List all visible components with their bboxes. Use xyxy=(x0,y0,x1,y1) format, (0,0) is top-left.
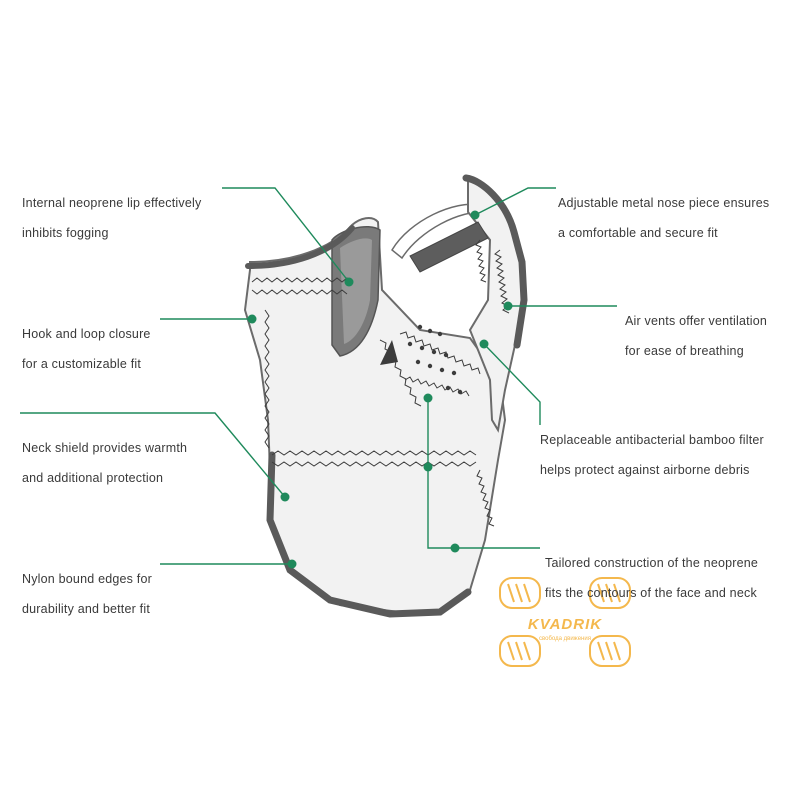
callout-bamboo-filter: Replaceable antibacterial bamboo filter … xyxy=(540,418,764,493)
nose-piece xyxy=(409,221,489,273)
leader-tailored xyxy=(427,398,540,549)
watermark-brand: KVADRIK xyxy=(528,616,602,633)
dot-neck xyxy=(280,492,290,502)
callout-neck-line1: Neck shield provides warmth xyxy=(22,441,188,455)
callout-nylon-line2: durability and better fit xyxy=(22,602,150,616)
callout-tailored-line2: fits the contours of the face and neck xyxy=(545,586,757,600)
dot-tailored-mid xyxy=(423,462,433,472)
callout-filter-line1: Replaceable antibacterial bamboo filter xyxy=(540,433,764,447)
callout-neck-shield: Neck shield provides warmth and addition… xyxy=(22,426,187,501)
callout-hook-line2: for a customizable fit xyxy=(22,357,142,371)
callout-tailored: Tailored construction of the neoprene fi… xyxy=(545,541,758,616)
leader-dots xyxy=(247,210,513,569)
callout-vents-line1: Air vents offer ventilation xyxy=(625,314,768,328)
leader-lines xyxy=(20,187,617,565)
kvadrik-watermark: KVADRIK свобода движения xyxy=(499,577,631,667)
air-vents xyxy=(407,324,463,395)
dot-nose xyxy=(470,210,480,220)
leader-filter xyxy=(483,343,541,425)
bottom-binding xyxy=(266,451,472,618)
watermark-tagline: свобода движения xyxy=(539,636,591,642)
dot-tailored-bottom xyxy=(450,543,460,553)
leader-nose xyxy=(474,187,556,216)
leader-lip xyxy=(222,187,350,283)
nose-triangle xyxy=(380,340,398,365)
callout-nylon-line1: Nylon bound edges for xyxy=(22,572,152,586)
callout-nose-piece: Adjustable metal nose piece ensures a co… xyxy=(558,181,769,256)
callout-filter-line2: helps protect against airborne debris xyxy=(540,463,750,477)
dot-filter xyxy=(479,339,489,349)
dot-nylon xyxy=(287,559,297,569)
callout-internal-lip: Internal neoprene lip effectively inhibi… xyxy=(22,181,201,256)
callout-neck-line2: and additional protection xyxy=(22,471,164,485)
callout-hook-loop: Hook and loop closure for a customizable… xyxy=(22,312,151,387)
callout-hook-line1: Hook and loop closure xyxy=(22,327,151,341)
callout-vents-line2: for ease of breathing xyxy=(625,344,744,358)
callout-lip-line1: Internal neoprene lip effectively xyxy=(22,196,202,210)
callout-nylon-edges: Nylon bound edges for durability and bet… xyxy=(22,557,152,632)
top-binding xyxy=(245,225,355,269)
callout-air-vents: Air vents offer ventilation for ease of … xyxy=(625,299,767,374)
dot-tailored-top xyxy=(423,393,433,403)
leader-neck xyxy=(20,412,286,498)
dot-lip xyxy=(344,277,354,287)
right-flap-binding xyxy=(462,174,528,349)
internal-lip-highlight xyxy=(340,238,372,344)
dot-hook xyxy=(247,314,257,324)
watermark-wheels-icon xyxy=(499,577,631,667)
callout-nose-line2: a comfortable and secure fit xyxy=(558,226,718,240)
dot-vents xyxy=(503,301,513,311)
callout-tailored-line1: Tailored construction of the neoprene xyxy=(545,556,759,570)
callout-nose-line1: Adjustable metal nose piece ensures xyxy=(558,196,770,210)
callout-lip-line2: inhibits fogging xyxy=(22,226,109,240)
